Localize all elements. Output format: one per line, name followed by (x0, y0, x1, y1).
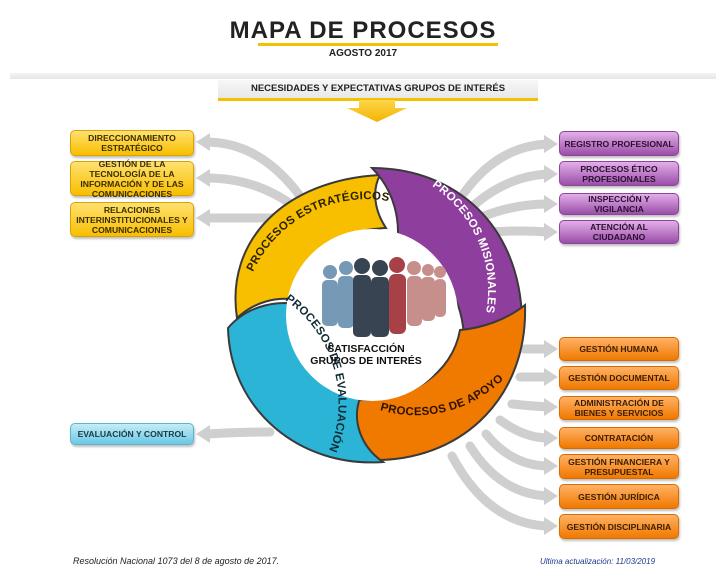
down-arrow-icon (347, 100, 407, 122)
evaluation-arrow (201, 427, 275, 439)
center-line-2: GRUPOS DE INTERÉS (310, 355, 422, 367)
box-gestion-disciplinaria[interactable]: GESTIÓN DISCIPLINARIA (559, 514, 679, 539)
needs-banner: NECESIDADES Y EXPECTATIVAS GRUPOS DE INT… (218, 80, 538, 101)
mission-arrowheads (544, 135, 558, 241)
center-caption: SATISFACCIÓN GRUPOS DE INTERÉS (296, 343, 436, 367)
box-contratacion[interactable]: CONTRATACIÓN (559, 427, 679, 449)
box-registro-profesional[interactable]: REGISTRO PROFESIONAL (559, 131, 679, 156)
segment-evaluacion (226, 302, 386, 464)
people-icon (322, 257, 446, 337)
page-subtitle: AGOSTO 2017 (328, 48, 398, 59)
box-direccionamiento[interactable]: DIRECCIONAMIENTO ESTRATÉGICO (70, 130, 194, 156)
top-band (10, 73, 716, 79)
box-procesos-etico[interactable]: PROCESOS ÉTICO PROFESIONALES (559, 161, 679, 186)
box-relaciones-interinstitucionales[interactable]: RELACIONES INTERINSTITUCIONALES Y COMUNI… (70, 202, 194, 237)
box-atencion-ciudadano[interactable]: ATENCIÓN AL CIUDADANO (559, 220, 679, 244)
title-underline (258, 43, 498, 46)
evaluation-arrowhead (196, 425, 210, 443)
box-gestion-tecnologia[interactable]: GESTIÓN DE LA TECNOLOGÍA DE LA INFORMACI… (70, 159, 194, 199)
box-gestion-financiera[interactable]: GESTIÓN FINANCIERA Y PRESUPUESTAL (559, 454, 679, 479)
box-gestion-juridica[interactable]: GESTIÓN JURÍDICA (559, 484, 679, 509)
support-arrows (447, 344, 553, 531)
strategic-arrowheads (196, 133, 210, 227)
box-evaluacion-control[interactable]: EVALUACIÓN Y CONTROL (70, 423, 194, 445)
support-arrowheads (544, 340, 558, 535)
center-line-1: SATISFACCIÓN (327, 343, 405, 355)
footer-updated: Ultima actualización: 11/03/2019 (540, 557, 656, 566)
box-inspeccion-vigilancia[interactable]: INSPECCIÓN Y VIGILANCIA (559, 193, 679, 215)
box-gestion-documental[interactable]: GESTIÓN DOCUMENTAL (559, 366, 679, 390)
page-title: MAPA DE PROCESOS (229, 17, 497, 44)
footer-resolution: Resolución Nacional 1073 del 8 de agosto… (73, 556, 280, 566)
box-administracion-bienes[interactable]: ADMINISTRACIÓN DE BIENES Y SERVICIOS (559, 396, 679, 420)
box-gestion-humana[interactable]: GESTIÓN HUMANA (559, 337, 679, 361)
